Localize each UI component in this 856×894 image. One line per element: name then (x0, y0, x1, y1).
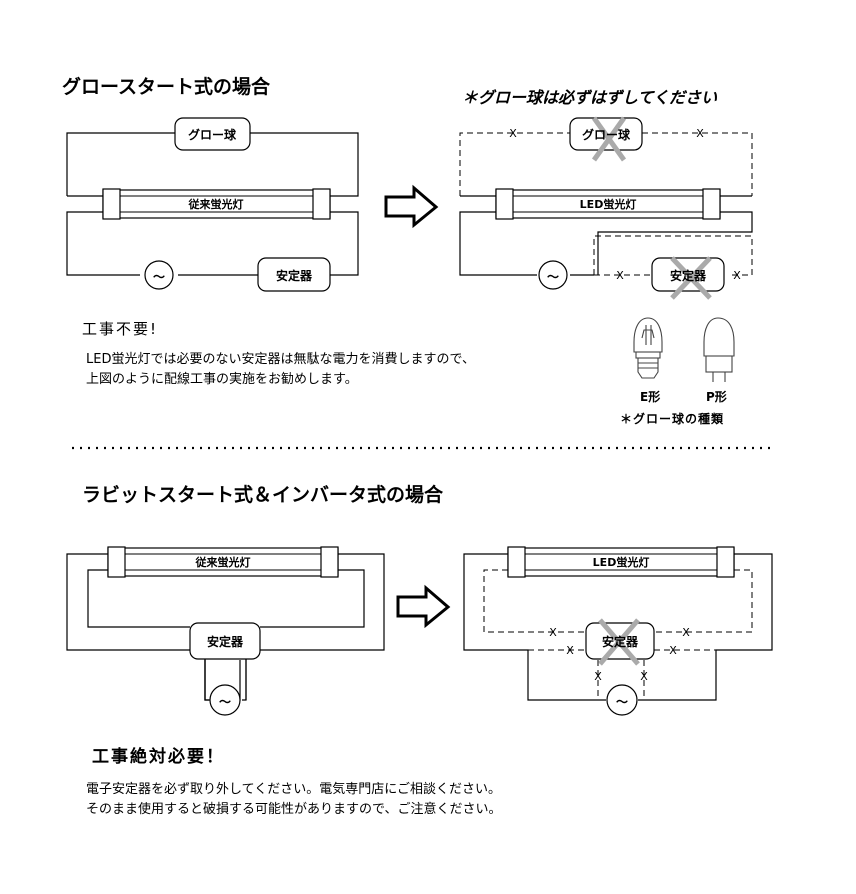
cut-mark: X (616, 269, 624, 282)
glow-bulb-e-icon (633, 317, 663, 379)
s2-left-tube (107, 546, 339, 578)
bulb-types-caption: ＊グロー球の種類 (620, 412, 725, 426)
s2-left-ballast-label: 安定器 (207, 634, 244, 649)
bulb-p-label: P形 (706, 390, 727, 404)
cut-mark: X (733, 269, 741, 282)
s2-left-tube-label: 従来蛍光灯 (195, 555, 251, 569)
s1-left-ac (144, 260, 174, 290)
s1-right-ballast (651, 256, 725, 300)
cut-mark: X (696, 127, 704, 140)
s2-left-ac-loop (204, 659, 247, 716)
s1-right-ballast-label: 安定器 (670, 268, 707, 283)
s1-right-dashed (459, 132, 753, 276)
s2-right-tube (507, 546, 735, 578)
s1-desc-line2: 上図のように配線工事の実施をお勧めします。 (86, 372, 358, 387)
s1-left-ballast-label: 安定器 (276, 268, 313, 283)
cut-mark: X (594, 670, 602, 683)
glow-bulb-p-icon (703, 317, 735, 382)
arrow-right-icon-2 (396, 584, 451, 629)
s2-desc-line2: そのまま使用すると破損する可能性がありますので、ご注意ください。 (86, 802, 502, 817)
s1-right-ac-label: ～ (547, 270, 559, 284)
no-work-label: 工事不要! (82, 320, 159, 338)
work-required-label: 工事絶対必要！ (92, 747, 225, 767)
s1-right-starter-label: グロー球 (582, 127, 631, 142)
bulb-e-label: E形 (640, 390, 661, 404)
cut-mark: X (640, 670, 648, 683)
s1-left-tube-label: 従来蛍光灯 (188, 197, 244, 211)
cut-mark: X (682, 626, 690, 639)
s1-right-ac (538, 260, 568, 290)
s1-left-tube (102, 188, 331, 220)
s1-left-starter-label: グロー球 (188, 127, 237, 142)
s1-left-ballast (257, 257, 331, 292)
cut-mark: X (549, 626, 557, 639)
s2-right-tube-label: LED蛍光灯 (593, 555, 650, 569)
s1-left-starter (174, 117, 251, 151)
s1-right-tube-label: LED蛍光灯 (580, 197, 637, 211)
s1-right-starter (569, 116, 643, 162)
s2-desc-line1: 電子安定器を必ず取り外してください。電気専門店にご相談ください。 (86, 782, 501, 797)
s2-left-ac-label: ～ (219, 695, 231, 709)
s2-right-ac (606, 684, 638, 716)
s2-right-solid (463, 553, 773, 701)
cut-mark: X (669, 644, 677, 657)
s1-left-circuit (66, 132, 359, 276)
arrow-right-icon (384, 184, 439, 229)
s1-right-tube (495, 188, 721, 220)
s2-right-ballast-label: 安定器 (602, 634, 639, 649)
s2-right-ballast (585, 618, 655, 666)
s1-desc-line1: LED蛍光灯では必要のない安定器は無駄な電力を消費しますので、 (86, 352, 475, 367)
s2-right-ac-label: ～ (616, 695, 628, 709)
section2-title: ラビットスタート式＆インバータ式の場合 (82, 484, 444, 506)
cut-mark: X (566, 644, 574, 657)
s2-right-dashed (483, 569, 753, 700)
s1-left-ac-label: ～ (153, 270, 165, 284)
s2-left-ballast (189, 622, 261, 660)
remove-starter-note: ＊グロー球は必ずはずしてください (462, 88, 718, 107)
s1-right-solid (459, 195, 753, 276)
section1-title: グロースタート式の場合 (62, 76, 271, 98)
cut-mark: X (509, 127, 517, 140)
